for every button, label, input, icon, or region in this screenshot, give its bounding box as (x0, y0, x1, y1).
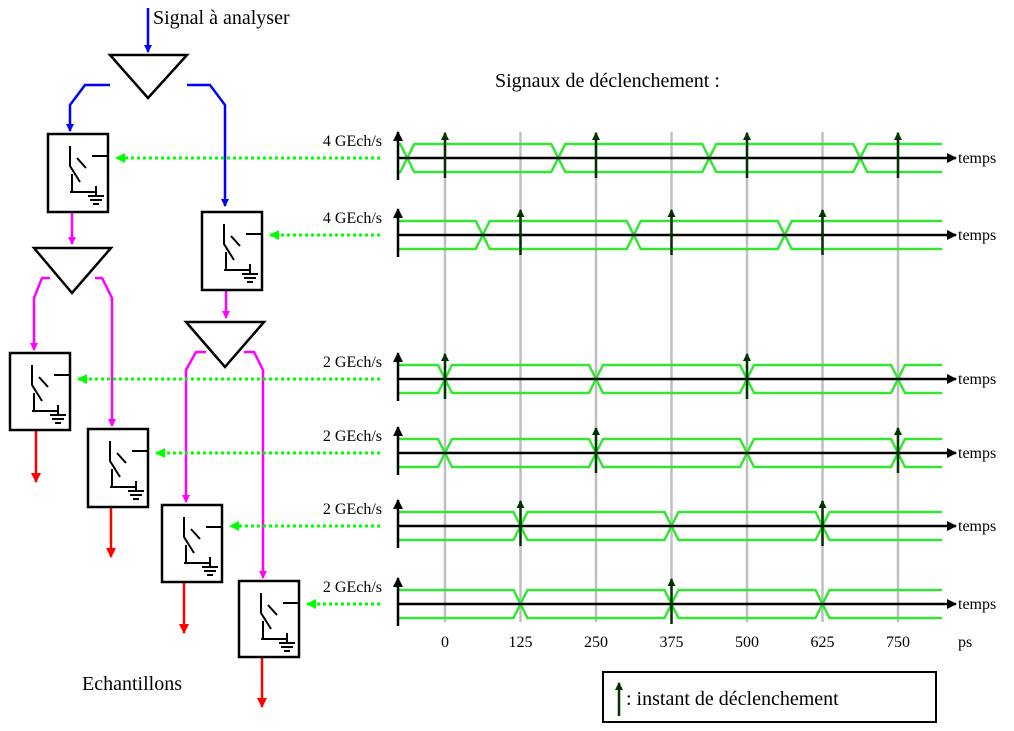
blue-branch-left (66, 83, 110, 132)
splitter-triangle-left (31, 246, 114, 295)
time-gridlines (443, 132, 900, 622)
sample-rate-label: 2 GEch/s (323, 354, 382, 371)
tick-label: 125 (509, 634, 533, 651)
splitter-triangle-right (183, 320, 267, 369)
tick-label: 0 (441, 634, 449, 651)
samples-label: Echantillons (82, 673, 182, 695)
sample-rate-label: 4 GEch/s (323, 133, 382, 150)
clock-line-5: temps 2 GEch/s (323, 499, 996, 548)
time-axis-label: temps (958, 445, 996, 462)
clock-line-2: temps 4 GEch/s (323, 208, 996, 257)
magenta-branch-rr (244, 350, 267, 579)
clock-line-3: temps 2 GEch/s (323, 352, 996, 401)
tick-label: 750 (886, 634, 910, 651)
sample-rate-label: 2 GEch/s (323, 428, 382, 445)
sampling-tree (8, 8, 301, 708)
time-axis-label: temps (958, 150, 996, 167)
clock-line-4: temps 2 GEch/s (323, 426, 996, 475)
time-axis-label: temps (958, 371, 996, 388)
time-axis-label: temps (958, 227, 996, 244)
tick-label: 375 (660, 634, 684, 651)
magenta-branch-lr (95, 276, 116, 427)
sample-rate-label: 2 GEch/s (323, 579, 382, 596)
sample-hold-switch-6 (237, 579, 301, 659)
sample-hold-switch-2 (200, 210, 264, 292)
sample-rate-label: 4 GEch/s (323, 210, 382, 227)
input-signal-label: Signal à analyser (153, 7, 290, 29)
tick-label: 250 (584, 634, 608, 651)
clock-line-1: temps 4 GEch/s (323, 131, 996, 180)
legend-box: : instant de déclenchement (602, 671, 937, 723)
blue-branch-right (187, 83, 229, 207)
time-axis-label: temps (958, 596, 996, 613)
sample-hold-switch-3 (8, 351, 72, 432)
clock-line-6: temps 2 GEch/s (323, 577, 996, 626)
sample-hold-switch-4 (86, 427, 150, 509)
magenta-branch-rl (182, 350, 206, 503)
time-axis-ticks: 0 125 250 375 500 625 750 (441, 634, 910, 651)
legend-text: : instant de déclenchement (626, 688, 839, 710)
magenta-branch-ll (30, 276, 50, 351)
sample-hold-switch-5 (160, 503, 224, 584)
trigger-signals-title: Signaux de déclenchement : (495, 70, 720, 92)
splitter-triangle-main (107, 53, 190, 100)
tick-label: 500 (735, 634, 759, 651)
sample-hold-switch-1 (46, 132, 110, 214)
time-unit-label: ps (958, 634, 972, 651)
time-axis-label: temps (958, 518, 996, 535)
trigger-links (77, 153, 380, 609)
tick-label: 625 (811, 634, 835, 651)
sample-rate-label: 2 GEch/s (323, 501, 382, 518)
